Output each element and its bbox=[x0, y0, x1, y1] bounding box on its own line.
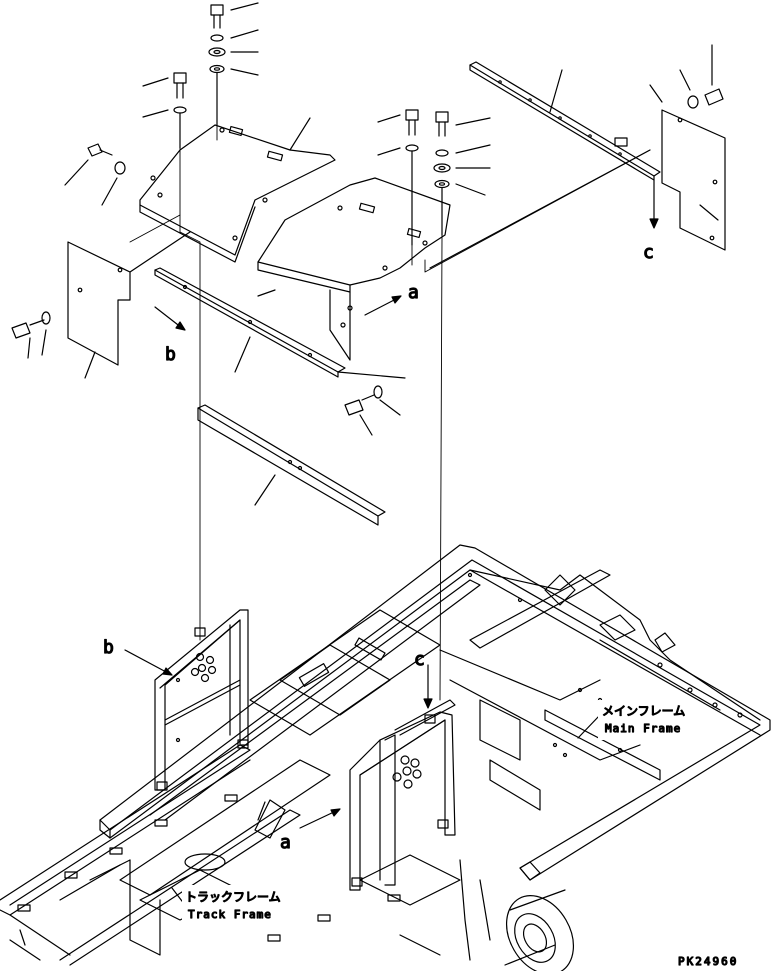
left-bracket bbox=[154, 609, 249, 791]
arrow-c-upper bbox=[649, 179, 659, 229]
main-frame-label-en: Main Frame bbox=[605, 722, 681, 735]
bolt-mid-right bbox=[377, 109, 419, 246]
arrow-a-upper bbox=[364, 295, 402, 316]
track-frame-label-jp: トラックフレーム bbox=[185, 890, 281, 904]
track-frame-label: トラックフレーム Track Frame bbox=[171, 885, 292, 923]
bolt-right-plate bbox=[679, 44, 724, 109]
callout-a-upper: a bbox=[408, 282, 419, 303]
bolt-lower-right bbox=[344, 385, 401, 436]
callout-c-lower: c bbox=[414, 649, 425, 670]
track-frame-label-en: Track Frame bbox=[188, 908, 272, 921]
right-side-plate bbox=[649, 84, 726, 251]
main-frame bbox=[99, 544, 771, 881]
callout-a-lower: a bbox=[280, 832, 291, 853]
right-bracket bbox=[349, 699, 456, 891]
main-frame-label: メインフレーム Main Frame bbox=[577, 700, 696, 740]
bolt-stack-top-left bbox=[208, 2, 259, 126]
bolt-side-plate bbox=[11, 311, 51, 359]
top-right-rail bbox=[469, 61, 661, 181]
callout-b-upper: b bbox=[165, 344, 176, 365]
assembly-guide-lines bbox=[129, 124, 651, 701]
track-roller bbox=[504, 889, 575, 971]
arrow-c-lower bbox=[423, 664, 433, 709]
bolt-left-cover bbox=[142, 72, 187, 149]
main-frame-label-jp: メインフレーム bbox=[602, 704, 685, 718]
arrow-a-lower bbox=[299, 808, 341, 829]
arrow-b-lower bbox=[124, 649, 173, 676]
upper-crossbar bbox=[154, 267, 406, 379]
bolt-stack-right bbox=[433, 111, 491, 236]
part-number: PK24960 bbox=[678, 955, 738, 968]
left-top-cover-plate bbox=[139, 117, 336, 263]
callout-c-upper: c bbox=[643, 242, 654, 263]
arrow-b-upper bbox=[154, 306, 186, 331]
bolt-side-left bbox=[64, 143, 126, 206]
lower-crossbar bbox=[197, 404, 386, 526]
left-side-plate bbox=[67, 231, 191, 379]
callout-b-lower: b bbox=[103, 637, 114, 658]
